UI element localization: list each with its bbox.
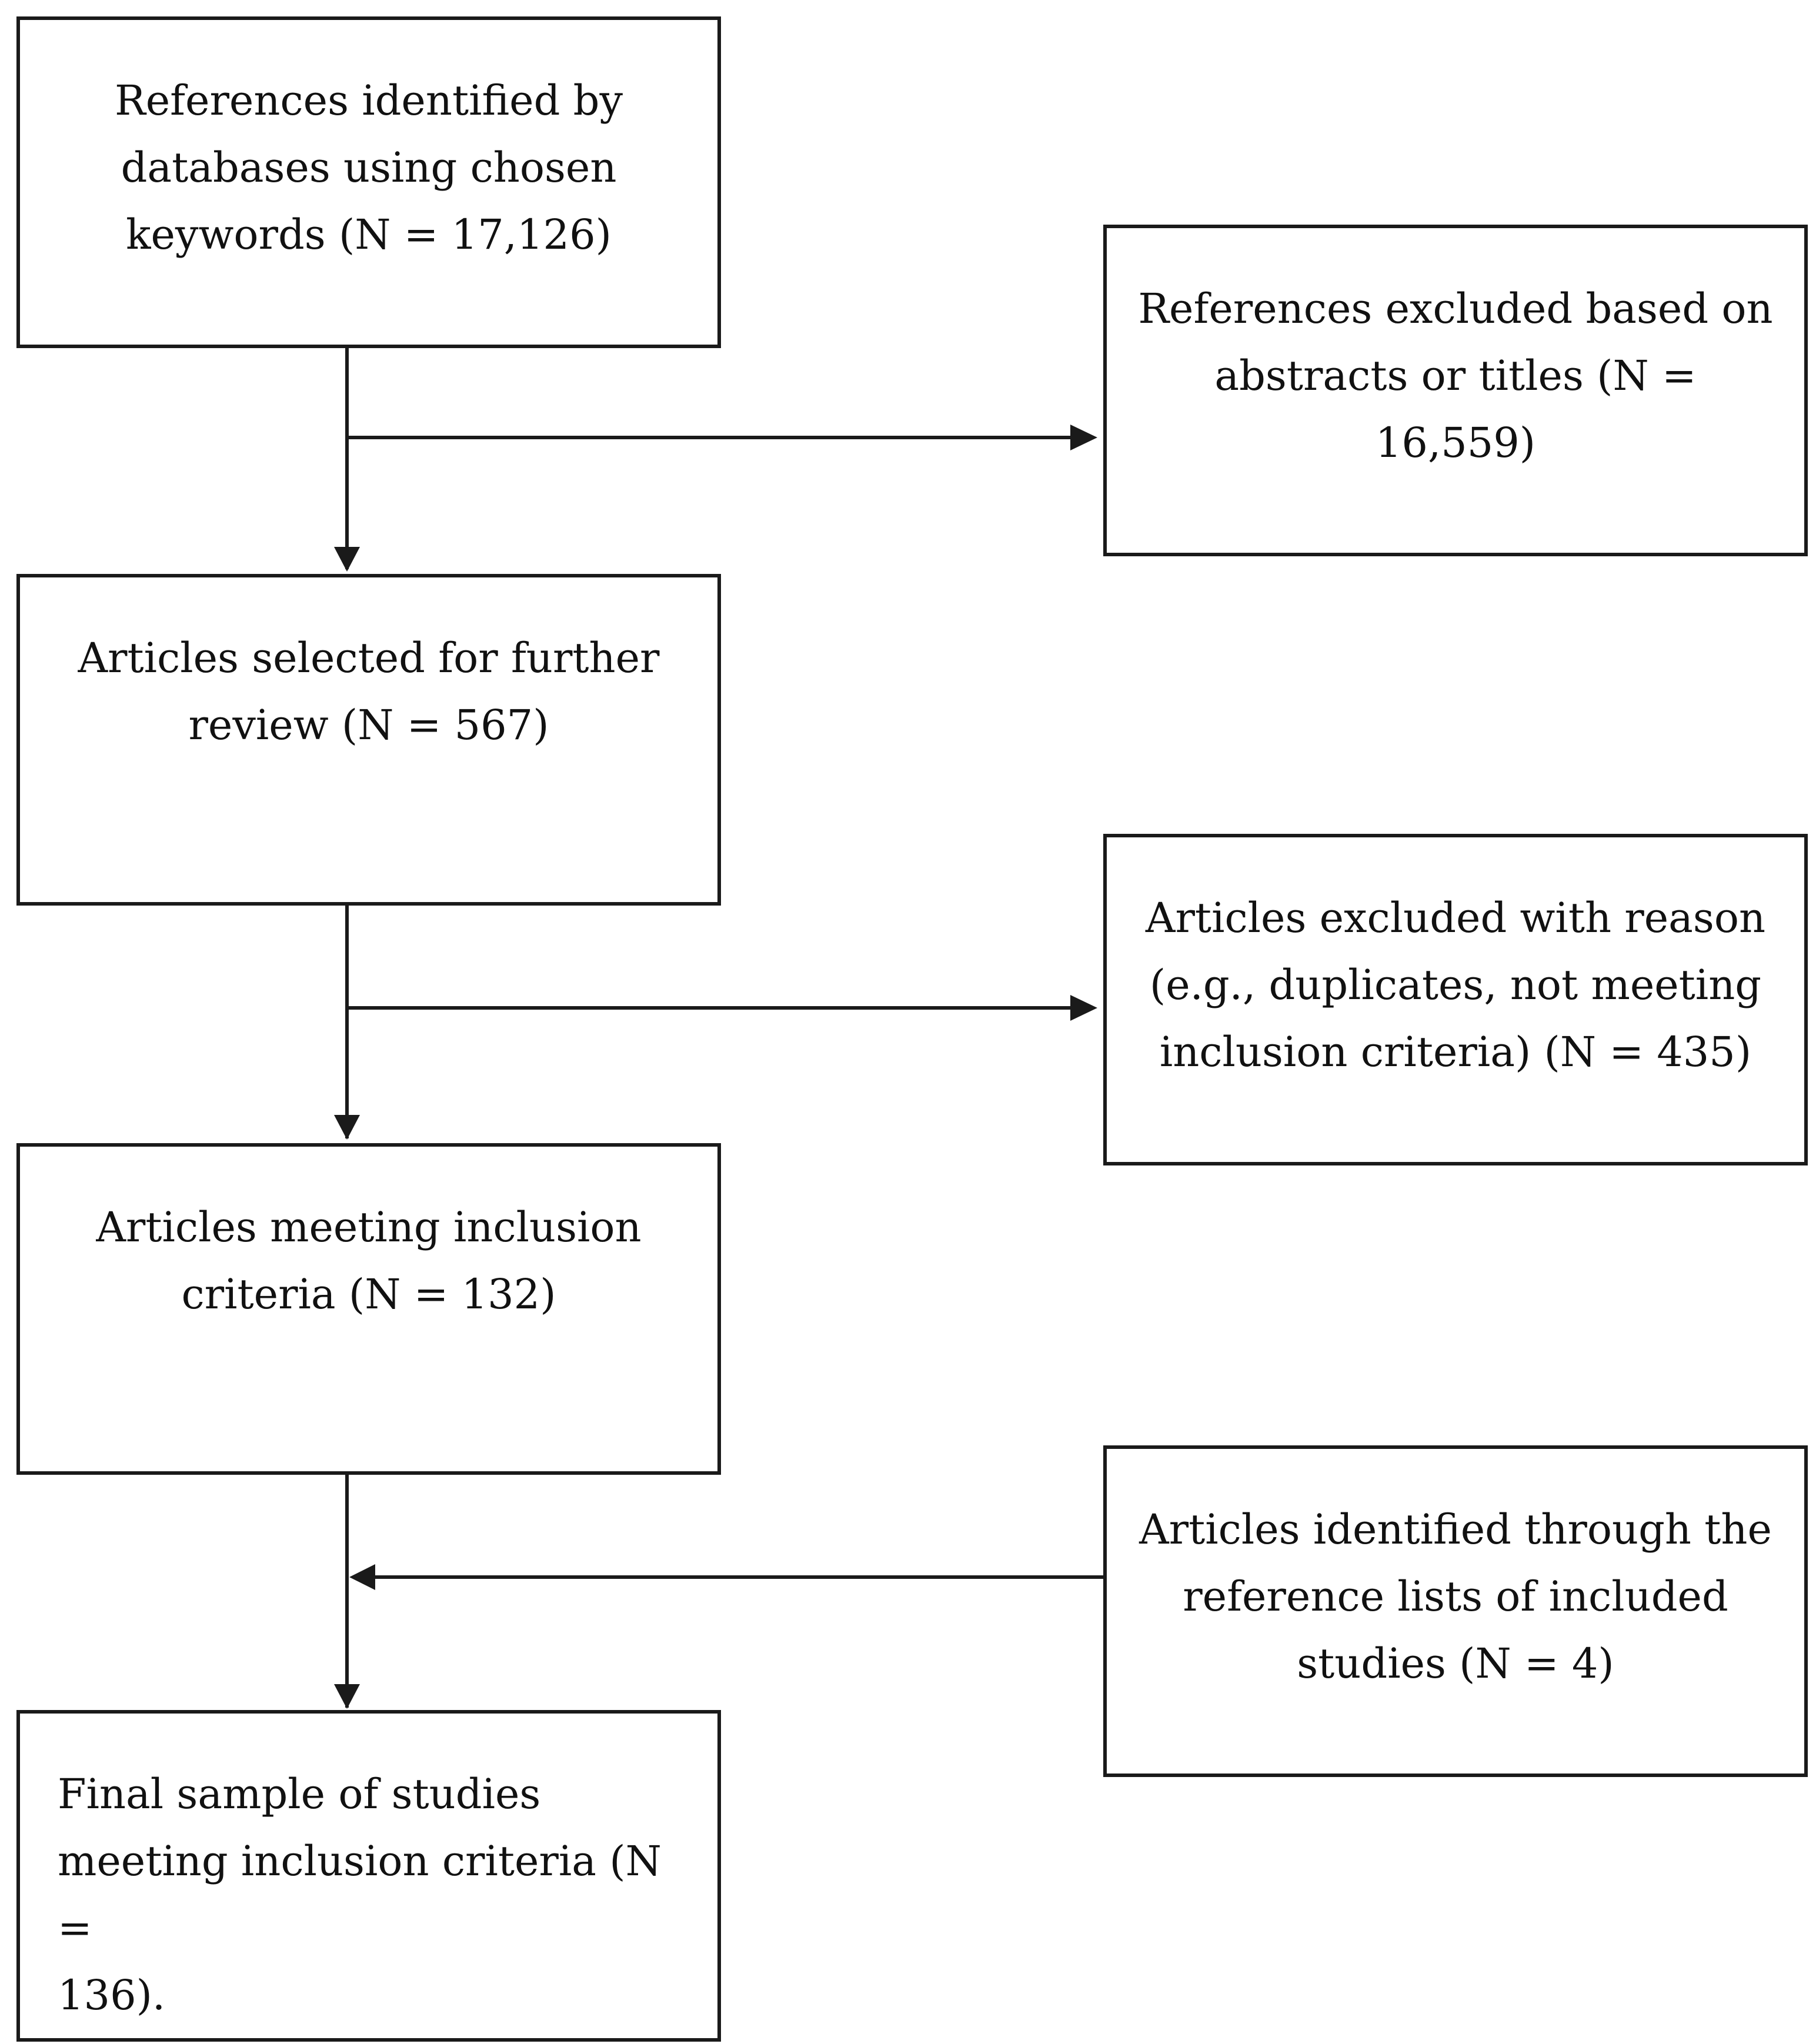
excluded-reason-box: Articles excluded with reason (e.g., dup… <box>1103 834 1808 1165</box>
meeting-criteria-box: Articles meeting inclusion criteria (N =… <box>16 1143 721 1475</box>
final-sample-box: Final sample of studies meeting inclusio… <box>16 1710 721 2042</box>
identified-records-box: References identified by databases using… <box>16 16 721 348</box>
selected-articles-box: Articles selected for further review (N … <box>16 574 721 906</box>
arrowhead-right-1 <box>1070 425 1097 450</box>
identified-records-text: References identified by databases using… <box>115 76 623 259</box>
arrowhead-down-1 <box>334 547 360 572</box>
excluded-abstracts-box: References excluded based on abstracts o… <box>1103 225 1808 556</box>
arrowhead-down-2 <box>334 1115 360 1140</box>
arrowhead-left-1 <box>349 1564 375 1590</box>
reference-lists-box: Articles identified through the referenc… <box>1103 1445 1808 1777</box>
arrowhead-down-3 <box>334 1684 360 1709</box>
final-sample-text: Final sample of studies meeting inclusio… <box>58 1770 662 2019</box>
excluded-reason-text: Articles excluded with reason (e.g., dup… <box>1145 894 1766 1076</box>
meeting-criteria-text: Articles meeting inclusion criteria (N =… <box>96 1203 642 1318</box>
reference-lists-text: Articles identified through the referenc… <box>1139 1505 1772 1688</box>
arrowhead-right-2 <box>1070 995 1097 1021</box>
excluded-abstracts-text: References excluded based on abstracts o… <box>1138 285 1773 467</box>
selected-articles-text: Articles selected for further review (N … <box>78 634 660 749</box>
